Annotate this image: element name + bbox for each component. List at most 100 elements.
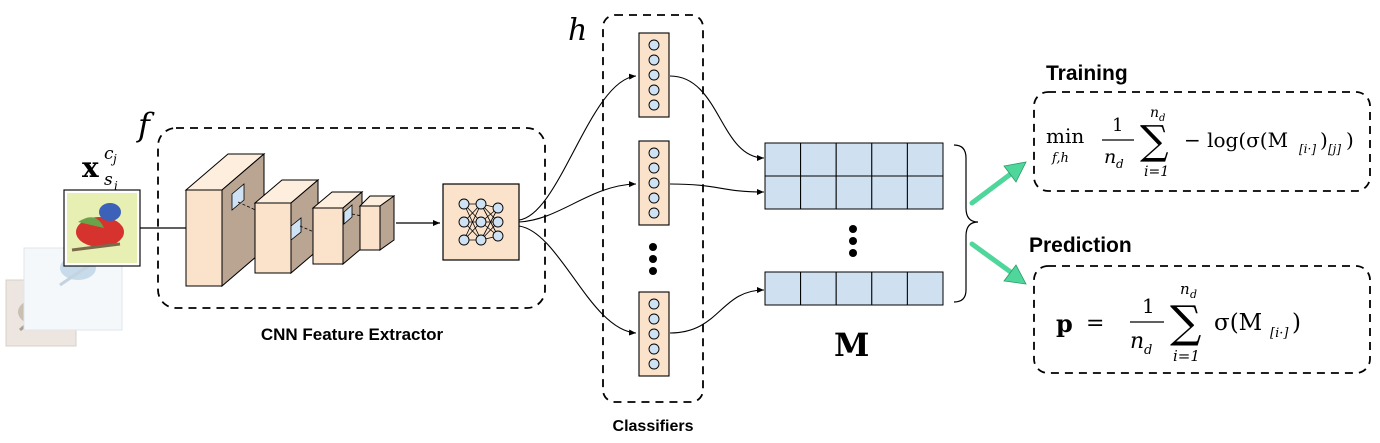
training-sum-bottom: i=1 xyxy=(1144,164,1169,180)
matrix-cell xyxy=(835,175,873,210)
prediction-arrow xyxy=(969,241,1027,285)
input-symbol-sub-i: i xyxy=(114,179,118,193)
prediction-sum-top-sub: d xyxy=(1190,288,1197,301)
training-title: Training xyxy=(1046,62,1128,85)
classifier-neuron xyxy=(648,358,660,370)
prediction-idx: [i·] xyxy=(1270,326,1289,341)
prediction-eq: = xyxy=(1086,311,1104,336)
input-symbol: x s i c j xyxy=(82,144,118,193)
classifier-neuron xyxy=(648,192,660,204)
cnn-caption: CNN Feature Extractor xyxy=(261,325,444,344)
fc-neuron xyxy=(475,216,487,228)
matrix-cell xyxy=(764,271,802,306)
matrix-cell xyxy=(906,175,944,210)
prediction-title: Prediction xyxy=(1029,234,1132,257)
matrix-row-2 xyxy=(764,175,944,210)
fc-neuron xyxy=(492,216,504,228)
classifier-neuron xyxy=(648,84,660,96)
training-mid: ) xyxy=(1320,128,1328,152)
prediction-sum-top: n xyxy=(1180,280,1190,298)
prediction-box xyxy=(1033,265,1371,374)
matrix-cell xyxy=(764,142,802,177)
training-close: ) xyxy=(1346,128,1354,152)
fc-neuron xyxy=(458,198,470,210)
training-frac-den-sub: d xyxy=(1116,157,1124,171)
classifier-ellipsis xyxy=(649,243,657,275)
classifier-neuron xyxy=(648,313,660,325)
cnn-layer-2 xyxy=(253,178,320,275)
input-symbol-sub: s xyxy=(104,170,113,190)
classifiers-caption: Classifiers xyxy=(613,418,694,435)
matrix-ellipsis xyxy=(849,225,857,257)
matrix-cell xyxy=(800,142,837,177)
label-M: M xyxy=(834,326,869,364)
input-symbol-sup-j: j xyxy=(110,152,117,166)
classifier-neuron xyxy=(648,177,660,189)
fc-neuron xyxy=(492,202,504,214)
cnn-layers xyxy=(184,152,396,288)
cnn-layer-1 xyxy=(184,152,266,288)
label-f: f xyxy=(136,106,155,144)
classifier-neuron xyxy=(648,328,660,340)
training-min: min xyxy=(1046,124,1084,148)
training-sum-top: n xyxy=(1150,105,1159,121)
fc-neuron xyxy=(475,234,487,246)
matrix-row-1 xyxy=(764,142,944,177)
matrix-brace xyxy=(953,144,979,303)
fc-neuron xyxy=(458,216,470,228)
classifier-to-matrix-arrows xyxy=(669,75,765,334)
cnn-layer-4 xyxy=(358,195,396,251)
classifier-columns xyxy=(638,32,670,377)
matrix-cell xyxy=(764,175,802,210)
classifier-neuron xyxy=(648,298,660,310)
training-sum-top-sub: d xyxy=(1159,113,1165,124)
classifier-neuron xyxy=(648,162,660,174)
input-symbol-x: x xyxy=(82,151,99,184)
fc-neuron xyxy=(458,234,470,246)
classifier-neuron xyxy=(648,54,660,66)
fc-neuron xyxy=(475,198,487,210)
matrix-cell xyxy=(800,271,837,306)
prediction-frac-num: 1 xyxy=(1142,294,1155,318)
matrix-M xyxy=(764,142,944,306)
fc-block xyxy=(442,183,520,261)
prediction-frac-den: n xyxy=(1130,329,1144,354)
fc-neuron xyxy=(492,230,504,242)
prediction-formula: p = 1 n d n d ∑ i=1 σ(M [i·] ) xyxy=(1056,280,1301,365)
classifier-neuron xyxy=(648,39,660,51)
classifier-column-1 xyxy=(638,32,670,118)
prediction-frac-den-sub: d xyxy=(1144,343,1152,358)
fc-edge xyxy=(480,203,499,237)
training-body: − log(σ(M xyxy=(1184,128,1288,152)
prediction-sum-sign: ∑ xyxy=(1170,297,1201,348)
matrix-cell xyxy=(906,142,944,177)
classifier-neuron xyxy=(648,99,660,111)
matrix-cell xyxy=(906,271,944,306)
fc-to-classifier-arrows xyxy=(518,73,637,336)
classifier-neuron xyxy=(648,147,660,159)
matrix-cell xyxy=(835,142,873,177)
matrix-row-3 xyxy=(764,271,944,306)
input-symbol-sup: c xyxy=(104,144,114,164)
matrix-cell xyxy=(871,142,908,177)
training-min-sub: f,h xyxy=(1051,151,1069,166)
prediction-sum-bottom: i=1 xyxy=(1173,347,1200,365)
input-image-stack xyxy=(5,189,141,347)
matrix-cell xyxy=(871,271,908,306)
training-idx1: [i·] xyxy=(1299,142,1316,156)
training-idx2: [j] xyxy=(1328,142,1341,156)
training-box xyxy=(1033,91,1371,192)
training-frac-den: n xyxy=(1104,146,1116,168)
matrix-cell xyxy=(800,175,837,210)
classifier-column-2 xyxy=(638,140,670,226)
training-arrow xyxy=(969,161,1027,206)
label-h: h xyxy=(568,13,587,48)
fc-edge xyxy=(480,207,499,241)
prediction-close: ) xyxy=(1292,310,1301,336)
training-frac-num: 1 xyxy=(1112,115,1123,136)
classifier-neuron xyxy=(648,343,660,355)
matrix-cell xyxy=(871,175,908,210)
training-sum-sign: ∑ xyxy=(1140,118,1169,164)
